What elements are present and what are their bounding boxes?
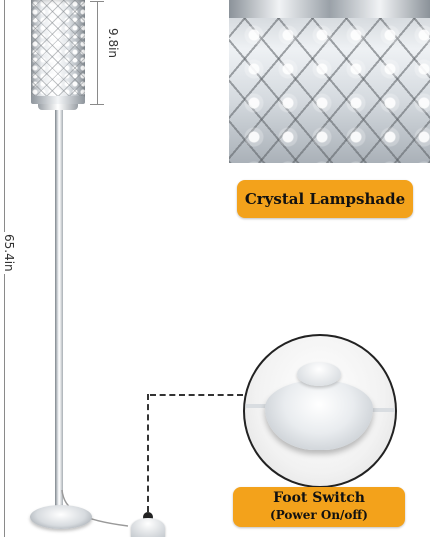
crystal-lamp-shade — [31, 0, 85, 104]
lamp-pole — [55, 110, 63, 510]
switch-cord-right — [371, 408, 395, 412]
foot-switch-subtitle: (Power On/off) — [270, 508, 368, 522]
foot-switch-small — [131, 518, 165, 537]
foot-switch-knob — [297, 362, 341, 386]
foot-switch-title: Foot Switch — [273, 490, 365, 506]
foot-switch-label: Foot Switch (Power On/off) — [233, 487, 405, 527]
switch-cord-left — [245, 404, 267, 408]
shade-height-label: 9.8in — [106, 26, 120, 61]
lamp-base — [30, 505, 92, 529]
lamp-shade-bottom — [38, 104, 78, 110]
callout-dashed-vertical — [147, 394, 149, 512]
crystal-lampshade-label: Crystal Lampshade — [237, 180, 413, 218]
lamp-shade-rim — [31, 96, 85, 104]
callout-pointer-dot — [143, 512, 153, 522]
shade-dimension-bottom-tick — [90, 104, 104, 105]
callout-dashed-horizontal — [150, 394, 243, 396]
total-height-label: 65.4in — [2, 232, 16, 274]
foot-switch-body — [265, 380, 373, 450]
crystal-closeup-image — [229, 0, 430, 163]
shade-dimension-line — [97, 1, 98, 104]
foot-switch-closeup — [243, 334, 397, 488]
crystal-closeup-band — [229, 0, 430, 18]
